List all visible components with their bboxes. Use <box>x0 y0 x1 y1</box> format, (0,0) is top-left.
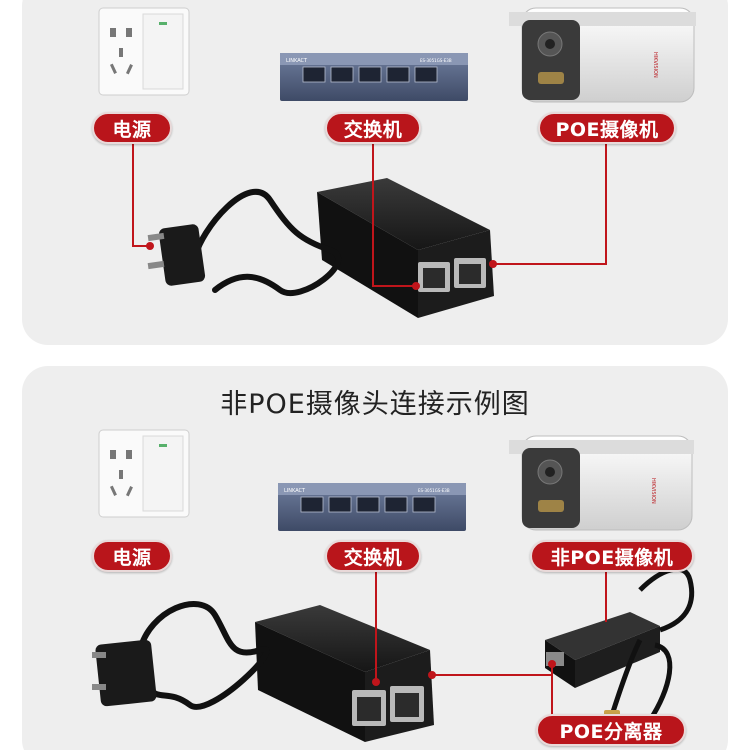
power-plug-icon <box>147 188 342 296</box>
non-poe-camera-icon <box>509 435 694 531</box>
camera-brand-text: HIKVISION <box>652 52 658 78</box>
network-switch-icon-2 <box>278 483 466 531</box>
switch-model-text-2: ES-3051GS-E3B <box>418 488 450 493</box>
label-poe-splitter: POE分离器 <box>536 714 686 746</box>
power-plug-icon-2 <box>92 601 270 710</box>
top-connector-lines <box>132 143 607 287</box>
wall-socket-icon <box>98 7 190 96</box>
switch-model-text: ES-3051GS-E3B <box>420 58 452 63</box>
poe-injector-icon-2 <box>255 605 434 742</box>
switch-brand-text: LINKACT <box>286 58 308 64</box>
camera-brand-text-2: HIKVISION <box>650 478 656 504</box>
label-poe-camera: POE摄像机 <box>538 112 676 144</box>
poe-camera-icon <box>509 7 696 103</box>
label-power-2: 电源 <box>92 540 172 572</box>
label-power: 电源 <box>92 112 172 144</box>
label-switch: 交换机 <box>325 112 421 144</box>
diagram-title: 非POE摄像头连接示例图 <box>220 389 530 420</box>
label-switch-2: 交换机 <box>325 540 421 572</box>
wall-socket-icon-2 <box>98 429 190 518</box>
switch-brand-text-2: LINKACT <box>284 488 306 494</box>
poe-splitter-icon <box>545 566 695 738</box>
poe-injector-icon <box>317 178 494 318</box>
label-non-poe-camera: 非POE摄像机 <box>530 540 694 572</box>
network-switch-icon <box>280 53 468 101</box>
